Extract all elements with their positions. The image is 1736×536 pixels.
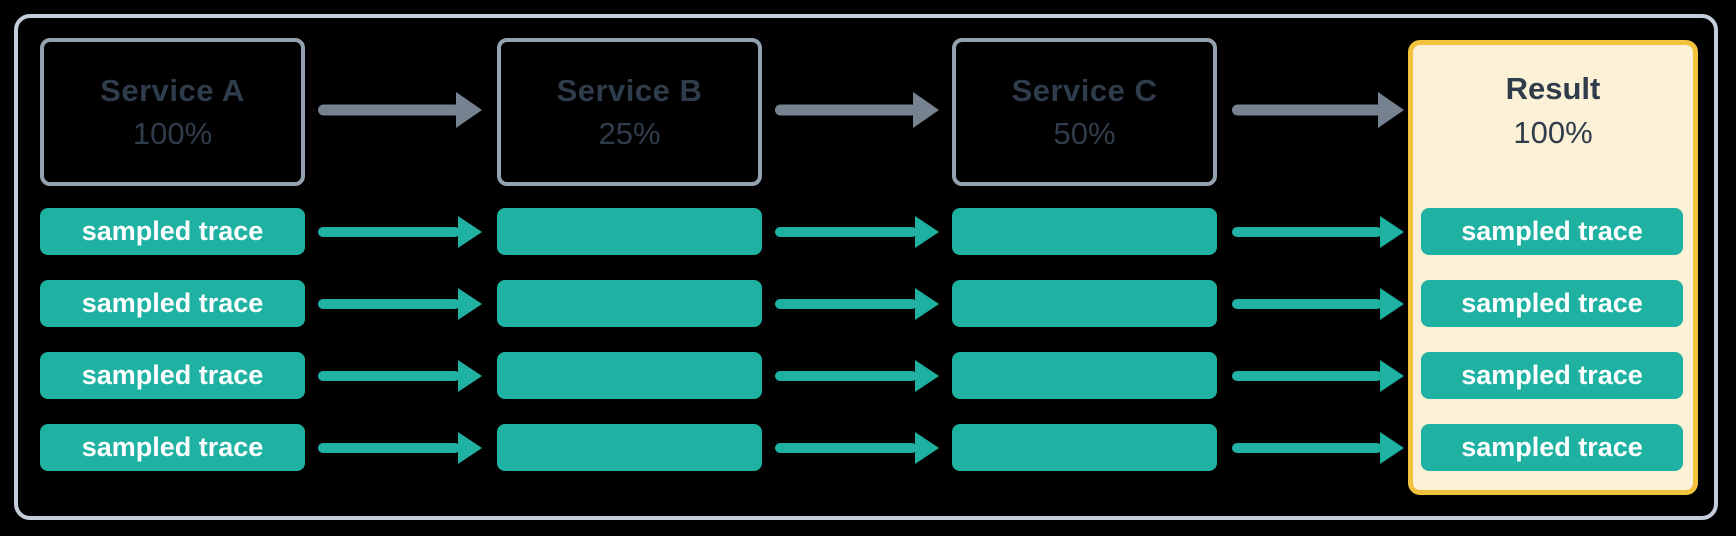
trace-pill: sampled trace (40, 208, 305, 255)
arrow-shaft (1232, 299, 1382, 309)
arrow-head (915, 288, 939, 320)
arrow-right-icon (1232, 430, 1404, 466)
arrow-shaft (1232, 227, 1382, 237)
arrow-right-icon (318, 358, 482, 394)
arrow-head (1380, 288, 1404, 320)
service-b-rate: 25% (598, 115, 661, 151)
trace-pill-label: sampled trace (81, 288, 264, 318)
arrow-head (915, 360, 939, 392)
arrow-right-icon (775, 92, 939, 128)
arrow-right-icon (318, 214, 482, 250)
trace-pill: sampled trace (1421, 424, 1683, 471)
arrow-shaft (318, 299, 460, 309)
arrow-head (913, 92, 939, 128)
arrow-right-icon (775, 286, 939, 322)
service-box-c: Service C 50% (952, 38, 1217, 186)
arrow-shaft (318, 227, 460, 237)
arrow-head (1380, 216, 1404, 248)
trace-pill (952, 352, 1217, 399)
arrow-shaft (318, 371, 460, 381)
arrow-right-icon (1232, 92, 1404, 128)
arrow-head (1380, 432, 1404, 464)
trace-pill (497, 208, 762, 255)
trace-pill (497, 280, 762, 327)
arrow-right-icon (318, 92, 482, 128)
arrow-head (456, 92, 482, 128)
diagram-outer-frame (14, 14, 1718, 520)
trace-pill (952, 424, 1217, 471)
arrow-shaft (1232, 371, 1382, 381)
arrow-shaft (775, 443, 917, 453)
arrow-shaft (775, 227, 917, 237)
arrow-right-icon (1232, 214, 1404, 250)
trace-pill-label: sampled trace (81, 216, 264, 246)
service-box-b: Service B 25% (497, 38, 762, 186)
trace-pill-label: sampled trace (1461, 432, 1643, 462)
trace-pill (952, 280, 1217, 327)
service-c-rate: 50% (1053, 115, 1116, 151)
trace-pill: sampled trace (40, 352, 305, 399)
service-b-name: Service B (556, 72, 703, 108)
trace-pill-label: sampled trace (1461, 288, 1643, 318)
trace-pill-label: sampled trace (81, 432, 264, 462)
trace-pill: sampled trace (40, 424, 305, 471)
service-a-name: Service A (100, 72, 245, 108)
trace-pill: sampled trace (1421, 352, 1683, 399)
trace-pill (952, 208, 1217, 255)
arrow-head (915, 216, 939, 248)
trace-pill (497, 424, 762, 471)
arrow-right-icon (318, 430, 482, 466)
arrow-shaft (1232, 443, 1382, 453)
arrow-head (915, 432, 939, 464)
arrow-head (458, 288, 482, 320)
arrow-head (1378, 92, 1404, 128)
trace-pill-label: sampled trace (1461, 216, 1643, 246)
arrow-right-icon (318, 286, 482, 322)
arrow-head (1380, 360, 1404, 392)
arrow-shaft (318, 443, 460, 453)
trace-pill: sampled trace (1421, 208, 1683, 255)
trace-pill (497, 352, 762, 399)
result-header: Result 100% (1413, 71, 1693, 151)
arrow-right-icon (1232, 286, 1404, 322)
service-a-rate: 100% (132, 115, 213, 151)
arrow-right-icon (775, 358, 939, 394)
service-c-name: Service C (1011, 72, 1158, 108)
trace-pill-label: sampled trace (81, 360, 264, 390)
arrow-head (458, 360, 482, 392)
arrow-head (458, 216, 482, 248)
result-rate: 100% (1513, 115, 1593, 150)
arrow-shaft (1232, 104, 1382, 116)
arrow-shaft (775, 104, 917, 116)
arrow-right-icon (775, 214, 939, 250)
arrow-right-icon (1232, 358, 1404, 394)
trace-pill-label: sampled trace (1461, 360, 1643, 390)
result-box: Result 100% (1408, 40, 1698, 495)
arrow-shaft (775, 371, 917, 381)
arrow-shaft (775, 299, 917, 309)
arrow-shaft (318, 104, 460, 116)
result-name: Result (1505, 71, 1601, 106)
arrow-right-icon (775, 430, 939, 466)
trace-pill: sampled trace (40, 280, 305, 327)
trace-pill: sampled trace (1421, 280, 1683, 327)
service-box-a: Service A 100% (40, 38, 305, 186)
arrow-head (458, 432, 482, 464)
